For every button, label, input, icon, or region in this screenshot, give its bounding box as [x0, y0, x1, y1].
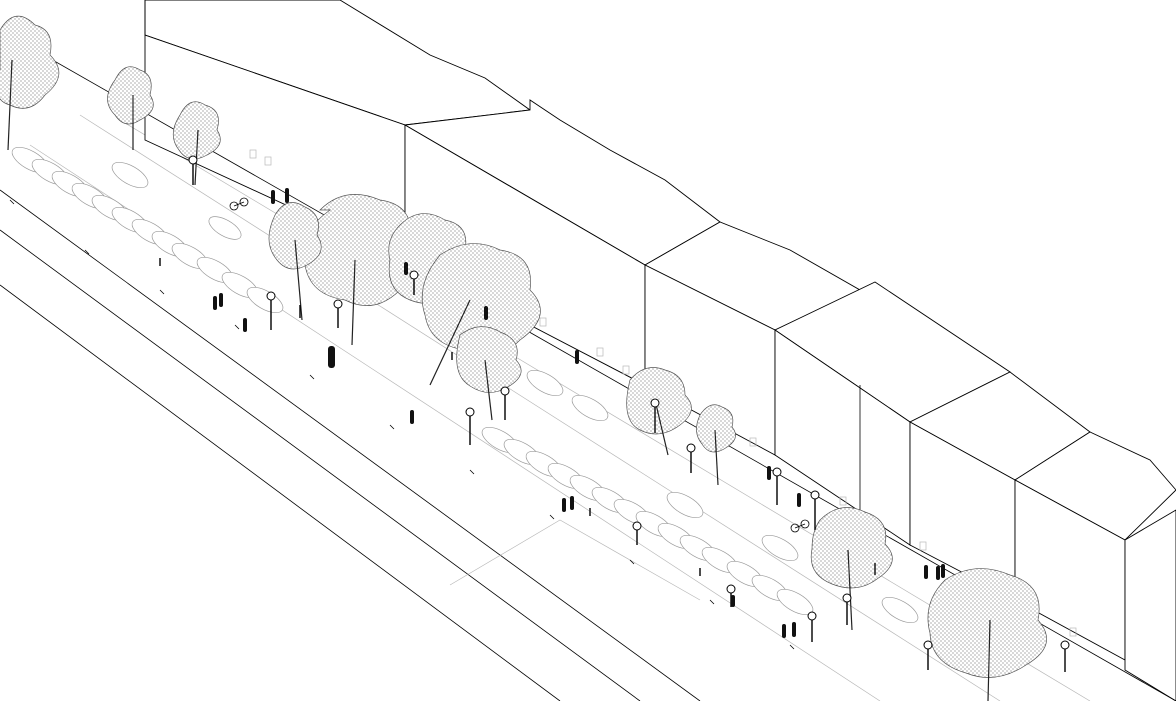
person: [570, 496, 574, 510]
street-lamp: [465, 407, 475, 445]
street-lamp: [923, 640, 933, 670]
person: [575, 350, 579, 364]
parking-row-near: [11, 146, 814, 616]
pedestrians: [213, 188, 945, 638]
person: [797, 493, 801, 507]
street-lamp: [842, 593, 852, 625]
bicycle: [229, 197, 249, 211]
person: [404, 262, 408, 275]
building-7: [1124, 509, 1176, 701]
person: [936, 566, 940, 580]
street-lamp: [500, 386, 510, 420]
tree: [388, 213, 541, 386]
tree: [456, 326, 522, 421]
street-lamp: [266, 291, 276, 330]
person: [792, 622, 796, 637]
person: [767, 466, 771, 480]
person: [213, 296, 217, 310]
street-lamp: [409, 270, 419, 295]
street-lamp: [188, 155, 198, 185]
tree: [626, 367, 692, 456]
parking-row-far: [111, 161, 919, 624]
person: [562, 498, 566, 512]
tree: [696, 404, 736, 486]
tree: [268, 202, 322, 321]
street-lamp: [632, 521, 642, 545]
person: [410, 410, 414, 424]
street-lamp: [333, 299, 343, 328]
person: [782, 624, 786, 638]
street-lamp: [1060, 640, 1070, 672]
person: [219, 293, 223, 307]
person: [243, 318, 247, 332]
tree: [810, 507, 893, 631]
person: [731, 595, 735, 607]
street-lamp: [810, 490, 820, 530]
person: [924, 565, 928, 579]
street-lamp: [686, 443, 696, 473]
person: [285, 188, 289, 203]
street-lamp: [807, 611, 817, 642]
person: [941, 564, 945, 578]
street-lamps: [188, 155, 1070, 672]
street-lamp: [650, 398, 660, 433]
person: [484, 306, 488, 320]
tree: [0, 15, 60, 151]
bollards: [159, 258, 876, 576]
bicycle: [790, 519, 810, 533]
tree: [927, 568, 1047, 701]
bicycles: [229, 197, 810, 533]
tree: [107, 66, 154, 150]
tree: [172, 101, 221, 186]
street-lamp: [772, 467, 782, 505]
person: [271, 190, 275, 204]
person: [328, 346, 335, 368]
trees: [0, 15, 1047, 701]
kerb-ticks: [9, 199, 795, 650]
